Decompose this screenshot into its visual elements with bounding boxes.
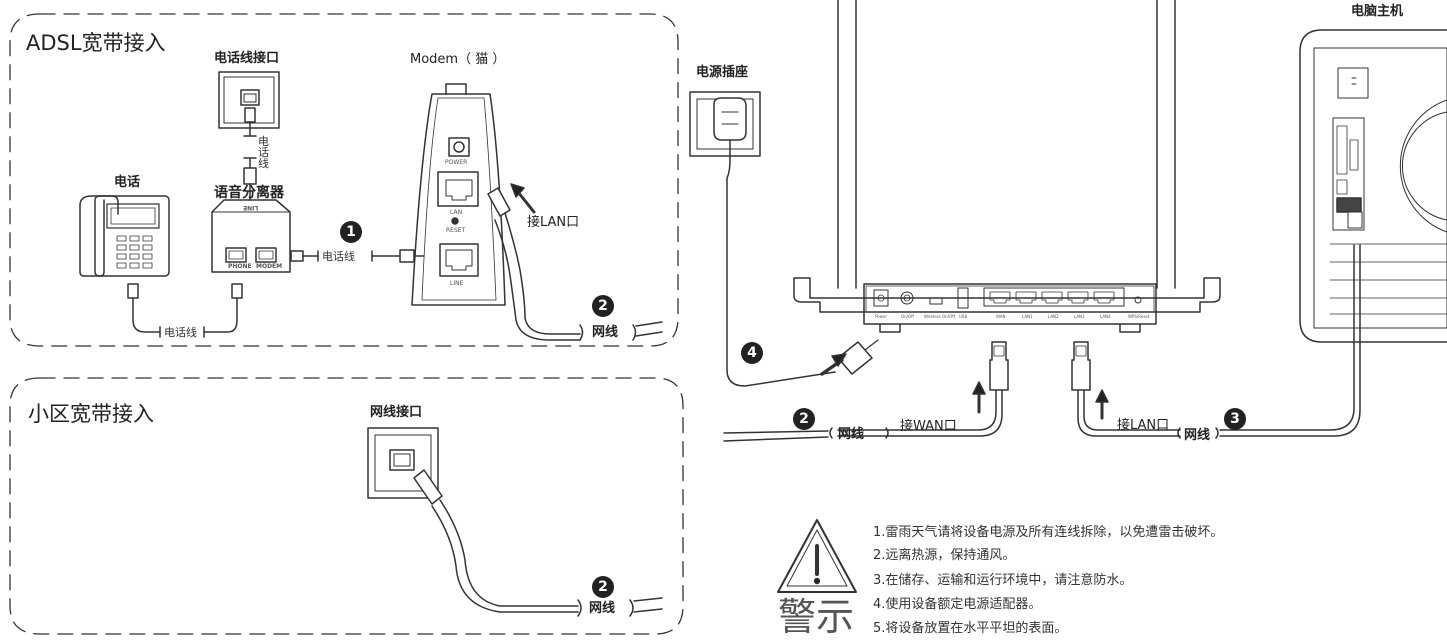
community-section-title: 小区宽带接入 xyxy=(28,402,154,426)
warning-icon xyxy=(777,519,857,593)
warning-item-5: 5.将设备放置在水平平坦的表面。 xyxy=(873,621,1068,636)
net-jack-plate xyxy=(367,427,439,499)
router-port-lan1: LAN1 xyxy=(1022,314,1033,319)
adsl-section-title: ADSL宽带接入 xyxy=(26,31,166,55)
step-1-badge: 1 xyxy=(340,221,362,243)
computer-label: 电脑主机 xyxy=(1351,4,1404,19)
warning-item-2: 2.远离热源，保持通风。 xyxy=(873,548,1016,563)
pc-net-line-label: 网线 xyxy=(1184,428,1211,443)
router-port-onoff: On/Off xyxy=(901,314,914,319)
phone-line-vertical-label: 电话线 xyxy=(258,135,269,170)
splitter-line-port: LINE xyxy=(243,204,259,211)
step-4-badge: 4 xyxy=(741,342,763,364)
warning-item-1: 1.雷雨天气请将设备电源及所有连线拆除，以免遭雷击破坏。 xyxy=(873,525,1224,540)
power-socket xyxy=(689,91,836,387)
telephone xyxy=(79,195,170,277)
splitter-modem-port: MODEM xyxy=(256,263,283,270)
router-port-wps: WPS/Reset xyxy=(1128,314,1150,319)
lan-cable xyxy=(1071,244,1361,439)
wan-cable xyxy=(723,341,1009,442)
modem-power-port: POWER xyxy=(445,159,468,166)
step-3-badge: 3 xyxy=(1224,408,1246,430)
computer-tower xyxy=(1299,29,1447,343)
warning-item-4: 4.使用设备额定电源适配器。 xyxy=(873,597,1042,612)
phone-label: 电话 xyxy=(114,175,141,190)
step-2-badge-community: 2 xyxy=(592,576,614,598)
phone-cable-modem xyxy=(290,249,425,263)
power-socket-label: 电源插座 xyxy=(696,65,749,80)
wan-port-label: 接WAN口 xyxy=(900,419,957,434)
router-port-lan4: LAN4 xyxy=(1100,314,1111,319)
phone-jack-plate xyxy=(218,71,280,129)
net-jack-label: 网线接口 xyxy=(370,405,423,420)
splitter-phone-port: PHONE xyxy=(228,263,252,270)
community-frame xyxy=(9,377,684,635)
modem-lan-label: 接LAN口 xyxy=(527,215,580,230)
router-port-wan: WAN xyxy=(996,314,1006,319)
community-net-line-label: 网线 xyxy=(589,601,616,616)
modem xyxy=(411,83,506,306)
arrow-modem-lan xyxy=(516,190,536,214)
step-2-badge-adsl: 2 xyxy=(592,295,614,317)
router-port-wireless: Wireless On/Off xyxy=(924,314,955,319)
modem-label: Modem（ 猫 ） xyxy=(410,52,506,67)
wan-net-line-label: 网线 xyxy=(838,427,865,442)
phone-cable-bottom xyxy=(127,283,243,338)
router-port-usb: USB xyxy=(959,314,968,319)
phone-line-vertical xyxy=(243,107,257,201)
router-lan-label: 接LAN口 xyxy=(1117,418,1170,433)
modem-line-port: LINE xyxy=(450,280,464,287)
phone-line-bottom-label: 电话线 xyxy=(164,326,197,339)
voice-splitter xyxy=(211,199,291,273)
power-plug xyxy=(820,339,879,376)
router xyxy=(793,0,1221,333)
modem-reset-port: RESET xyxy=(446,227,466,234)
router-port-lan3: LAN3 xyxy=(1074,314,1085,319)
community-net-cable xyxy=(413,469,663,617)
splitter-label: 语音分离器 xyxy=(214,185,284,201)
router-port-lan2: LAN2 xyxy=(1048,314,1059,319)
adsl-frame xyxy=(9,13,679,347)
modem-net-cable xyxy=(487,187,663,341)
phone-line-modem-label: 电话线 xyxy=(322,250,355,263)
adsl-net-line-label: 网线 xyxy=(592,325,619,340)
phone-jack-label: 电话线接口 xyxy=(214,51,280,66)
step-2-badge-wan: 2 xyxy=(793,408,815,430)
router-port-power: Power xyxy=(875,314,888,319)
modem-lan-port: LAN xyxy=(450,209,463,216)
warning-item-3: 3.在储存、运输和运行环境中，请注意防水。 xyxy=(873,573,1133,588)
warning-title: 警示 xyxy=(778,595,855,639)
